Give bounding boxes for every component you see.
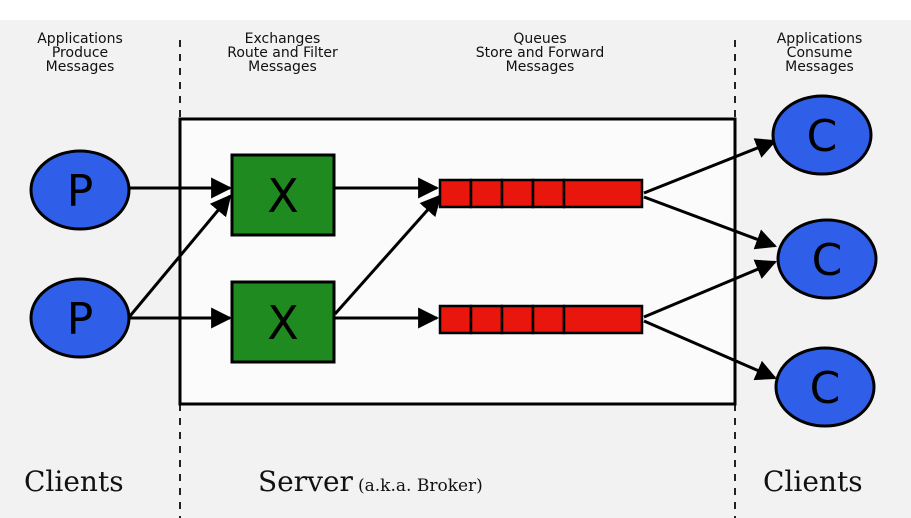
- exchange-label: X: [267, 169, 299, 223]
- clients-right-label: Clients: [763, 465, 863, 498]
- arrow-x2-q1: [333, 194, 442, 315]
- queue-cell: [438, 178, 473, 209]
- consumer-label: C: [810, 363, 841, 414]
- queue-cell: [469, 178, 504, 209]
- queue-cell: [531, 304, 566, 335]
- clients-left-label: Clients: [24, 465, 124, 498]
- exchange-box: [230, 280, 336, 364]
- queue-cell: [531, 178, 566, 209]
- broker-note: (a.k.a. Broker): [358, 476, 483, 496]
- queue-cell: [469, 304, 504, 335]
- queue-cell: [562, 178, 644, 209]
- top-strip: [0, 0, 911, 20]
- server-label-group: Server (a.k.a. Broker): [258, 466, 483, 498]
- consumers-column-label: Applications Consume Messages: [776, 31, 863, 75]
- consumer-label: C: [812, 235, 843, 286]
- queue-cell: [500, 178, 535, 209]
- producers-column-label: Applications Produce Messages: [37, 31, 123, 75]
- arrow-p2-x1: [128, 194, 232, 317]
- server-label: Server: [258, 465, 353, 498]
- producer-node-1: P: [29, 149, 131, 231]
- exchange-node-2: X: [230, 280, 336, 364]
- consumer-circle: [771, 94, 873, 176]
- exchanges-column-label: Exchanges Route and Filter Messages: [227, 31, 338, 75]
- producer-label: P: [67, 166, 94, 217]
- exchange-node-1: X: [230, 153, 336, 237]
- exchange-box: [230, 153, 336, 237]
- arrow-q2-c3: [643, 319, 777, 381]
- arrow-q1-c1: [643, 138, 777, 195]
- consumer-node-2: C: [776, 218, 878, 300]
- consumer-circle: [774, 346, 876, 428]
- producer-circle: [29, 149, 131, 231]
- queue-1: [438, 178, 644, 209]
- queue-cell: [438, 304, 473, 335]
- consumer-node-1: C: [771, 94, 873, 176]
- consumer-circle: [776, 218, 878, 300]
- queue-2: [438, 304, 644, 335]
- exchange-label: X: [267, 296, 299, 350]
- queues-column-label: Queues Store and Forward Messages: [475, 31, 605, 75]
- producer-label: P: [67, 294, 94, 345]
- producer-circle: [29, 277, 131, 359]
- queue-cell: [500, 304, 535, 335]
- producer-node-2: P: [29, 277, 131, 359]
- queue-cell: [562, 304, 644, 335]
- consumer-node-3: C: [774, 346, 876, 428]
- arrow-q2-c2: [643, 259, 777, 319]
- consumer-label: C: [807, 111, 838, 162]
- arrow-q1-c2: [643, 195, 777, 250]
- arrows: [128, 138, 777, 381]
